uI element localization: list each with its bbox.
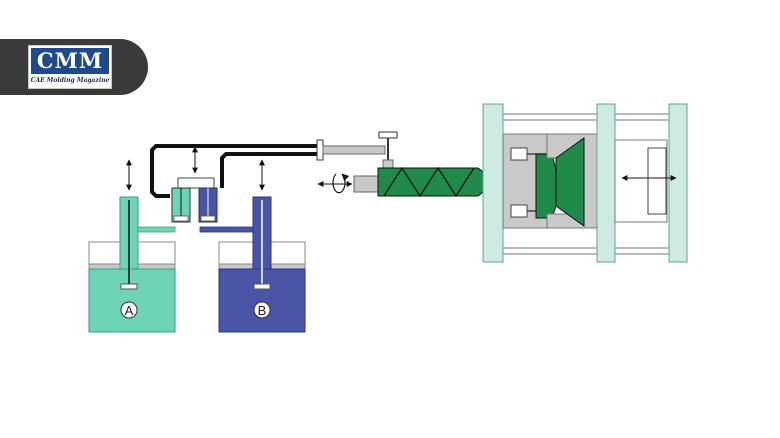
- moving-platen: [596, 103, 616, 263]
- tie-bar-bottom: [493, 247, 687, 255]
- tank-b-piston: [253, 283, 271, 290]
- feed-line-a: [137, 226, 176, 233]
- valve-piston-b: [200, 215, 216, 222]
- screw-barrel: [377, 167, 497, 197]
- logo-tagline: CAE Molding Magazine: [30, 77, 110, 84]
- mold-cavity: [535, 153, 557, 219]
- rear-platen: [668, 103, 688, 263]
- valve-piston-a: [173, 215, 189, 222]
- screw-flights: [383, 166, 475, 198]
- logo-mark: CMM: [31, 48, 109, 74]
- tank-b: B: [218, 159, 306, 333]
- clamp-unit: [482, 103, 688, 263]
- check-valve-cap: [378, 131, 398, 139]
- guide-block-bottom: [510, 204, 528, 218]
- tank-a-label: A: [125, 303, 134, 318]
- fixed-platen: [482, 103, 504, 263]
- mixing-valve: [171, 146, 218, 223]
- mold-core: [555, 137, 585, 227]
- rotation-arrow-icon: [332, 173, 350, 194]
- screw-shaft: [353, 175, 381, 193]
- tank-a-liquid: [88, 268, 176, 333]
- tie-bar-top: [493, 113, 687, 121]
- guide-block-top: [510, 147, 528, 161]
- supply-hose-return: [220, 152, 318, 188]
- tank-a: A: [88, 159, 176, 333]
- tank-a-piston: [120, 283, 138, 290]
- clamp-piston: [647, 147, 667, 215]
- tank-b-label: B: [258, 303, 267, 318]
- hose-connector: [316, 139, 324, 161]
- supply-hose-loop: [150, 144, 318, 198]
- tank-a-label-circle: [120, 301, 138, 319]
- feed-line-b: [199, 226, 254, 233]
- valve-housing: [177, 177, 215, 189]
- feed-pipe: [322, 145, 386, 155]
- tank-b-label-circle: [253, 301, 271, 319]
